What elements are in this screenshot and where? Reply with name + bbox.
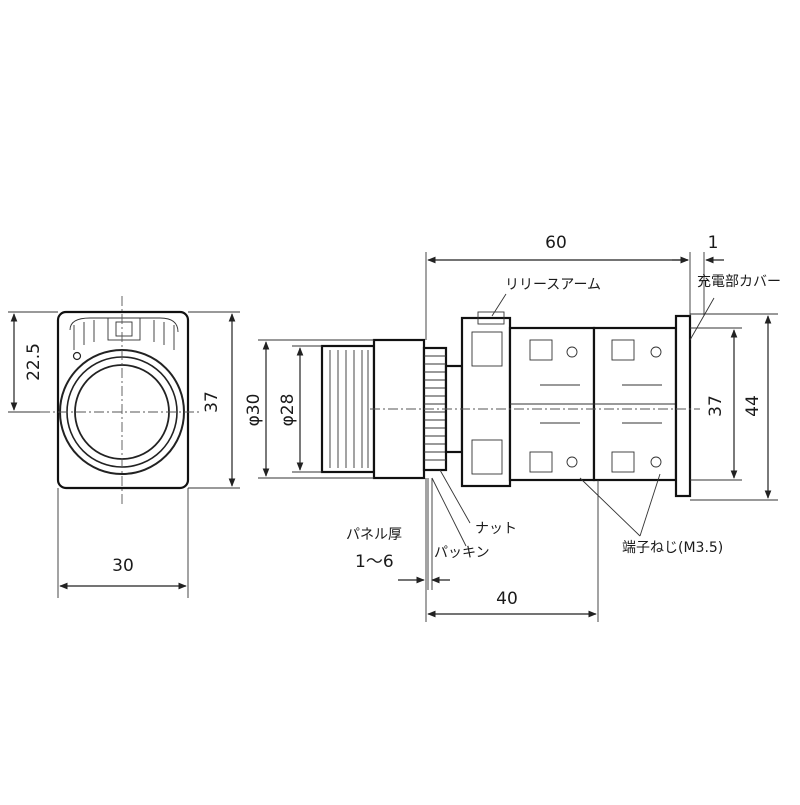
front-housing	[56, 310, 190, 490]
dim-front-30: 30	[112, 556, 134, 576]
button-cap-knurl	[329, 350, 369, 468]
front-view: 22.5 37 30	[8, 296, 240, 598]
dim-dia30: φ30	[244, 394, 264, 427]
button-cap	[320, 344, 376, 474]
release-arm-part	[477, 311, 505, 325]
bezel-ring	[372, 338, 426, 480]
leader-terminal-cover	[689, 297, 715, 341]
label-packing: パッキン	[434, 545, 490, 561]
label-terminal-cover: 充電部カバー	[697, 274, 781, 290]
dim-44: 44	[743, 395, 763, 417]
dim-60: 60	[545, 233, 567, 253]
side-view: φ30 φ28 60 1 37 44 40	[244, 233, 781, 622]
terminals	[529, 339, 662, 473]
front-top-notch	[107, 317, 141, 341]
dim-front-37: 37	[202, 391, 222, 413]
dim-dia28: φ28	[278, 394, 298, 427]
terminal-cover	[674, 314, 692, 498]
leader-release-arm	[491, 293, 507, 317]
dim-22-5: 22.5	[24, 343, 44, 381]
front-mark	[72, 351, 82, 361]
leader-packing	[431, 477, 467, 547]
leader-terminal-screw	[579, 477, 641, 537]
label-panel-thickness: パネル厚	[346, 527, 402, 543]
label-release-arm: リリースアーム	[505, 277, 601, 293]
dim-40: 40	[496, 589, 518, 609]
dim-1: 1	[708, 233, 719, 253]
leader-nut	[439, 469, 471, 524]
operator-body	[460, 316, 512, 488]
dim-panel-thickness: 1〜6	[355, 552, 394, 572]
dim-side-37: 37	[706, 395, 726, 417]
label-nut: ナット	[475, 521, 517, 537]
nut-knurl	[424, 355, 446, 461]
front-ribs	[73, 320, 175, 350]
label-terminal-screw: 端子ねじ(M3.5)	[622, 540, 723, 556]
